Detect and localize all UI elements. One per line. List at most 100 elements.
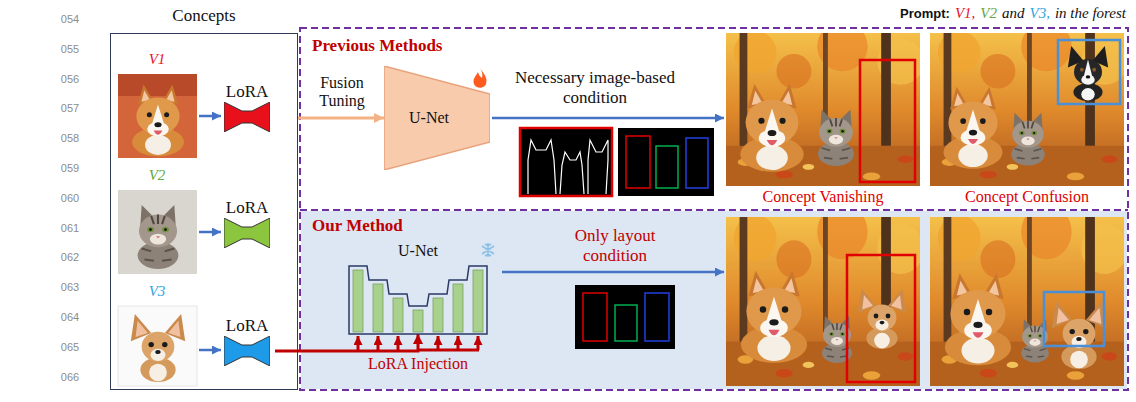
layout-condition-thumbnail [618,128,714,196]
line-number: 055 [50,43,90,56]
result-image [740,84,803,172]
connector-label: Fusion Tuning [304,74,380,110]
line-number: 056 [50,73,90,86]
mask-condition-thumbnail [528,140,556,194]
connector-arrow [298,117,384,120]
unet-block: U-Net [338,240,498,334]
result-image [1044,292,1104,346]
lora-injection-branches [397,336,400,350]
layout-condition-thumbnail [575,285,675,349]
lora-injection-branches [437,336,440,350]
lora-bowtie [224,102,270,132]
result-image [1058,40,1120,104]
method-heading: Our Method [312,216,403,236]
method-panel: U-Net Previous Methods [300,30,1128,210]
lora-bowtie [224,336,270,366]
result-image [741,271,807,363]
result-caption: Concept Confusion [930,188,1124,206]
node-label: LoRA [219,316,275,336]
method-heading: Previous Methods [312,36,443,56]
result-image [726,22,924,186]
concept-photos [118,74,197,386]
unet-block: U-Net [384,66,490,170]
image-to-lora-arrows [199,115,221,118]
layout-condition-thumbnail [615,305,637,341]
prompt-line: Prompt:V1,V2andV3,in the forest [900,5,1126,22]
concept-token: V3 [137,283,177,300]
frozen-snowflake-icon [482,243,494,257]
layout-condition-thumbnail [583,293,607,341]
result-image [726,204,924,386]
concepts-panel: LoRALoRALoRAConcepts [110,33,298,390]
prompt-word: in the forest [1055,5,1126,22]
unet-layer-bar [453,284,463,332]
prompt-word: V3, [1029,5,1049,22]
layout-condition-thumbnail [575,285,675,349]
result-image [930,204,1128,386]
unet-outline [349,266,487,334]
image-to-lora-arrows [199,231,221,234]
layout-condition-thumbnail [686,138,708,188]
line-number: 060 [50,192,90,205]
lora-module: LoRA [219,198,275,248]
node-label: LoRA [219,82,275,102]
layout-condition-thumbnail [626,136,650,188]
lora-injection-branches [477,336,480,350]
unet-layer-bar [413,310,423,332]
image-to-lora-arrows [199,116,221,350]
unet-layer-bar [433,298,443,332]
connector-label: LoRA Injection [350,355,486,373]
lora-bowtie [224,336,270,366]
line-number: 059 [50,162,90,175]
result-image [1052,301,1106,369]
result-image [860,60,915,182]
result-image [1011,113,1045,166]
concept-photos [118,190,197,274]
line-number: 054 [50,13,90,26]
unet-layer-bar [373,284,383,332]
result-image [847,255,915,382]
node-label: LoRA [219,198,275,218]
mask-condition-thumbnail [520,128,612,196]
concept-token: V1 [137,51,177,68]
line-number: 063 [50,281,90,294]
mask-condition-thumbnail [520,128,612,196]
result-image [726,22,924,186]
layout-condition-thumbnail [645,293,669,341]
concept-photos [138,205,179,269]
lora-injection-branches [418,349,479,352]
result-image [1068,46,1108,101]
unet-layer-bar [393,298,403,332]
concept-photos [118,74,197,96]
lora-module: LoRA [219,82,275,132]
result-image [858,289,906,349]
result-image [945,273,1011,365]
concept-token: V2 [137,167,177,184]
prompt-heading: Prompt: [900,6,950,21]
result-image [930,22,1128,186]
image-to-lora-arrows [199,349,221,352]
line-number: 064 [50,311,90,324]
concept-photos [118,306,197,386]
arrow-note: Necessary image-based condition [500,68,690,108]
result-image [818,110,854,166]
layout-condition-thumbnail [618,128,714,196]
connector-arrow [275,334,418,351]
lora-injection-branches [377,336,380,350]
concept-photos [132,84,184,156]
unet-trapezoid [384,66,490,170]
line-number: 061 [50,222,90,235]
line-number: 065 [50,341,90,354]
condition-arrows [502,271,724,274]
result-image [930,22,1128,186]
mask-condition-thumbnail [588,140,608,194]
condition-arrows [492,117,724,120]
prompt-word: and [1002,5,1025,22]
dashed-frame [300,209,1128,211]
condition-arrows [492,118,724,272]
lora-bowtie [224,102,270,132]
result-image [930,204,1128,386]
trainable-flame-icon [473,68,486,88]
panel-heading: Concepts [111,6,297,26]
